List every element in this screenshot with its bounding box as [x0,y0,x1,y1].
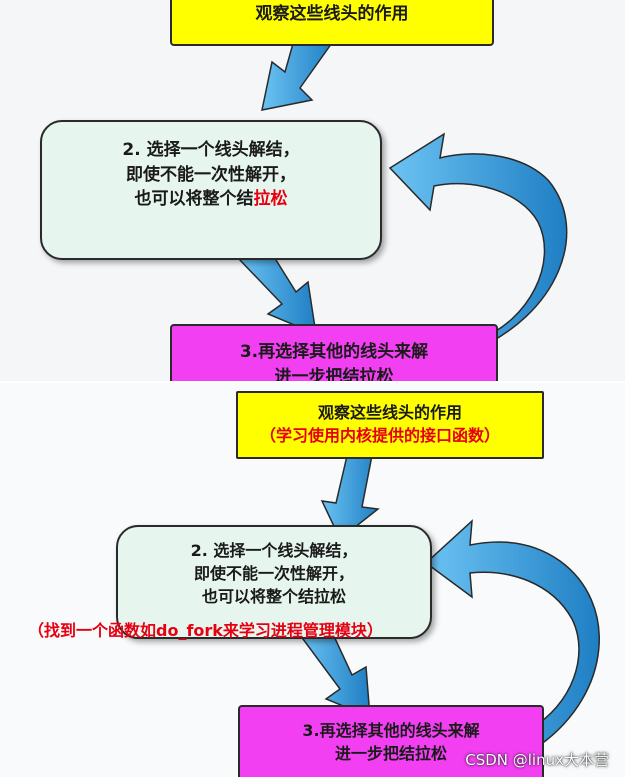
top-step2-line2: 即使不能一次性解开， [126,164,296,185]
top-flowchart-panel: 观察这些线头的作用 2. 选择一个线头解结， 即使不能一次性解开， 也可以将整个… [0,0,625,382]
bottom-flowchart-panel: 观察这些线头的作用 （学习使用内核提供的接口函数） 2. 选择一个线头解结， 即… [0,383,625,777]
top-step2-box: 2. 选择一个线头解结， 即使不能一次性解开， 也可以将整个结拉松 [40,120,382,260]
bottom-step3-line1: 3.再选择其他的线头来解 [302,721,480,740]
top-step2-line3-prefix: 也可以将整个结 [134,189,254,210]
bottom-step2-line2: 即使不能一次性解开， [193,564,354,584]
bottom-observe-line2: （学习使用内核提供的接口函数） [259,426,500,446]
bottom-arrows [298,442,600,747]
csdn-watermark: CSDN @linux大本营 [465,751,609,769]
bottom-step3-line2: 进一步把结拉松 [334,744,447,764]
bottom-step2-box: 2. 选择一个线头解结， 即使不能一次性解开， 也可以将整个结拉松 [116,525,432,639]
top-step2-line1: 2. 选择一个线头解结， [122,140,300,160]
top-step3-box: 3.再选择其他的线头来解 进一步把结拉松 [170,324,498,382]
panel-divider [0,381,625,384]
top-observe-text: 观察这些线头的作用 [255,4,409,24]
top-step3-line1: 3.再选择其他的线头来解 [239,342,429,362]
bottom-observe-line1: 观察这些线头的作用 [317,403,462,422]
top-step2-line3: 也可以将整个结拉松 [42,187,380,212]
top-arrows [236,39,568,354]
bottom-observe-box: 观察这些线头的作用 （学习使用内核提供的接口函数） [236,391,544,459]
down-arrow-1 [261,39,336,111]
bottom-note-text: （找到一个函数如do_fork来学习进程管理模块） [28,621,383,640]
top-step2-highlight: 拉松 [253,189,288,210]
top-step3-line2: 进一步把结拉松 [274,366,394,382]
bottom-step2-line3: 也可以将整个结拉松 [201,587,346,607]
loop-arrow [424,519,600,747]
loop-arrow [388,132,568,354]
bottom-step3-box: 3.再选择其他的线头来解 进一步把结拉松 [238,705,544,777]
bottom-note: （找到一个函数如do_fork来学习进程管理模块） [28,619,548,645]
top-observe-box: 观察这些线头的作用 [170,0,494,46]
bottom-step2-line1: 2. 选择一个线头解结， [190,541,358,560]
